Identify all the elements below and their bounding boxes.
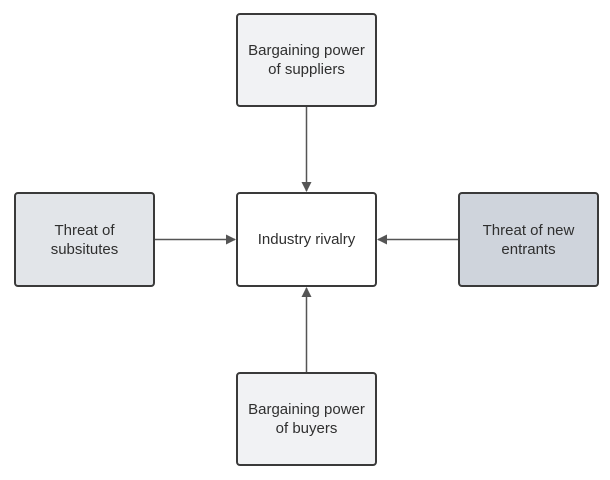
substitutes-node[interactable]: Threat of subsitutes: [14, 192, 155, 287]
new-entrants-node[interactable]: Threat of new entrants: [458, 192, 599, 287]
new-entrants-label: Threat of new entrants: [482, 221, 575, 258]
industry-rivalry-node[interactable]: Industry rivalry: [236, 192, 377, 287]
substitutes-label: Threat of subsitutes: [50, 221, 119, 258]
suppliers-label: Bargaining power of suppliers: [248, 42, 365, 78]
industry-rivalry-label: Industry rivalry: [257, 231, 356, 248]
buyers-node[interactable]: Bargaining power of buyers: [236, 372, 377, 466]
buyers-label: Bargaining power of buyers: [248, 401, 365, 437]
suppliers-node[interactable]: Bargaining power of suppliers: [236, 13, 377, 107]
